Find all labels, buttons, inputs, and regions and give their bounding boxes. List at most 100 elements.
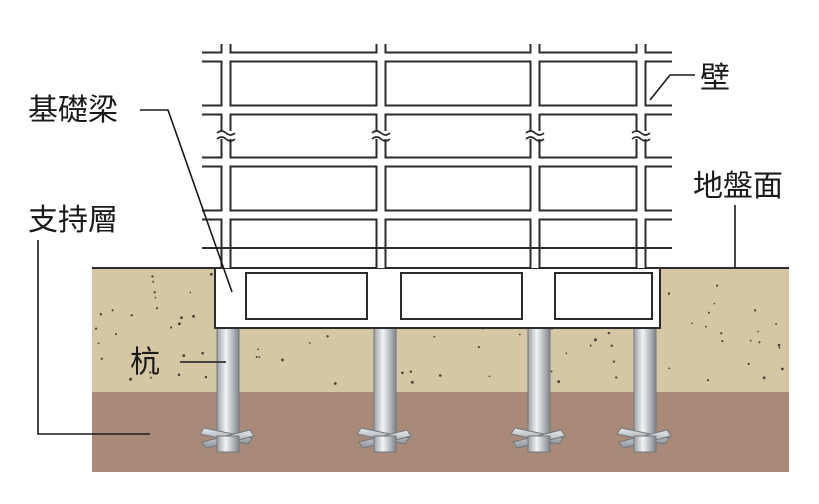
- soil-speckle: [281, 358, 284, 362]
- pile-tip: [216, 435, 240, 453]
- soil-speckle: [204, 375, 208, 379]
- break-mark: [525, 136, 545, 142]
- soil-speckle: [182, 354, 186, 357]
- pile-tip: [527, 435, 551, 453]
- pile: [199, 327, 255, 453]
- soil-speckle: [749, 339, 752, 342]
- leader-lines: [37, 74, 736, 435]
- soil-speckle: [721, 340, 724, 343]
- break-mark: [216, 130, 236, 136]
- wall-frame: [202, 44, 672, 268]
- soil-speckle: [778, 346, 781, 349]
- foundation-beam-label: 基礎梁: [28, 93, 118, 128]
- soil-speckle: [438, 374, 442, 377]
- soil-speckle: [258, 356, 261, 359]
- soil-speckle: [781, 367, 784, 371]
- break-mark: [631, 136, 651, 142]
- pile-tip: [373, 435, 397, 453]
- soil-speckle: [99, 313, 103, 316]
- break-gap: [633, 131, 649, 139]
- soil-speckle: [180, 316, 183, 320]
- soil-speckle: [753, 309, 757, 312]
- soil-speckle: [706, 379, 709, 382]
- wall-leader: [649, 74, 695, 101]
- soil-speckle: [257, 348, 260, 351]
- break-mark: [371, 136, 391, 142]
- pile: [616, 327, 672, 453]
- soil-speckle: [150, 376, 152, 379]
- pile-shaft: [373, 327, 397, 449]
- soil-speckle: [111, 309, 114, 312]
- soil-speckle: [716, 284, 719, 287]
- soil-speckle: [550, 370, 553, 373]
- soil-speckle: [100, 357, 103, 360]
- soil-speckle: [433, 335, 436, 338]
- wall-label: 壁: [700, 61, 730, 96]
- pile-shaft: [633, 327, 657, 449]
- foundation-beam-opening: [400, 272, 523, 320]
- pile: [356, 327, 412, 453]
- soil-speckle: [747, 362, 750, 365]
- ground-surface-label: 地盤面: [693, 169, 783, 204]
- soil-speckle: [192, 314, 196, 318]
- pile-tip: [633, 435, 657, 453]
- soil-speckle: [518, 333, 521, 336]
- break-mark: [631, 130, 651, 136]
- soil-speckle: [594, 338, 597, 342]
- soil-speckle: [153, 291, 156, 294]
- soil-speckle: [155, 307, 158, 310]
- soil-speckle: [557, 380, 561, 384]
- soil-speckle: [201, 351, 204, 355]
- soil-speckle: [410, 380, 414, 384]
- pile-shaft: [527, 327, 551, 449]
- soil-speckle: [115, 333, 117, 336]
- soil-speckle: [308, 342, 311, 344]
- soil-speckle: [762, 376, 766, 380]
- break-mark: [216, 136, 236, 142]
- break-gap: [373, 131, 389, 139]
- break-marks: [216, 130, 651, 142]
- break-gap: [218, 131, 234, 139]
- soil-speckle: [775, 322, 778, 325]
- soil-speckle: [565, 352, 568, 355]
- soil-speckle: [209, 272, 213, 276]
- soil-speckle: [94, 327, 98, 330]
- break-gap: [527, 131, 543, 139]
- soil-speckle: [477, 346, 480, 349]
- foundation-beam: [214, 267, 661, 329]
- soil-speckle: [177, 322, 181, 326]
- bearing-layer-leader: [37, 240, 150, 435]
- soil-speckle: [667, 292, 670, 296]
- soil-speckle: [409, 370, 413, 373]
- soil-speckle: [148, 371, 152, 374]
- soil-speckle: [151, 275, 154, 278]
- bearing-layer: [92, 392, 789, 472]
- foundation-beam-leader: [140, 109, 233, 293]
- piles: [199, 327, 672, 453]
- soil-speckle: [130, 314, 133, 317]
- soil-speckle: [668, 367, 671, 370]
- soil-speckle: [757, 330, 759, 333]
- bearing-layer-label: 支持層: [28, 203, 118, 238]
- pile-label: 杭: [130, 345, 160, 380]
- soil-speckle: [97, 342, 100, 345]
- soil-speckle: [610, 344, 613, 347]
- soil-speckle: [333, 382, 337, 385]
- soil-speckle: [607, 331, 610, 335]
- soil-speckle: [720, 332, 723, 335]
- soil-speckle: [615, 376, 618, 379]
- soil-speckle: [758, 341, 761, 344]
- soil-speckle: [152, 280, 155, 283]
- soil-speckle: [713, 302, 716, 305]
- soil-speckle: [707, 311, 710, 314]
- soil-speckle: [691, 322, 693, 325]
- soil-speckle: [401, 371, 404, 375]
- soil-speckle: [129, 377, 133, 381]
- pile-shaft: [216, 327, 240, 449]
- soil-speckle: [154, 296, 157, 299]
- soil-speckle: [326, 335, 329, 338]
- pile: [510, 327, 566, 453]
- foundation-beam-opening: [245, 272, 368, 320]
- soil-speckle: [777, 343, 781, 347]
